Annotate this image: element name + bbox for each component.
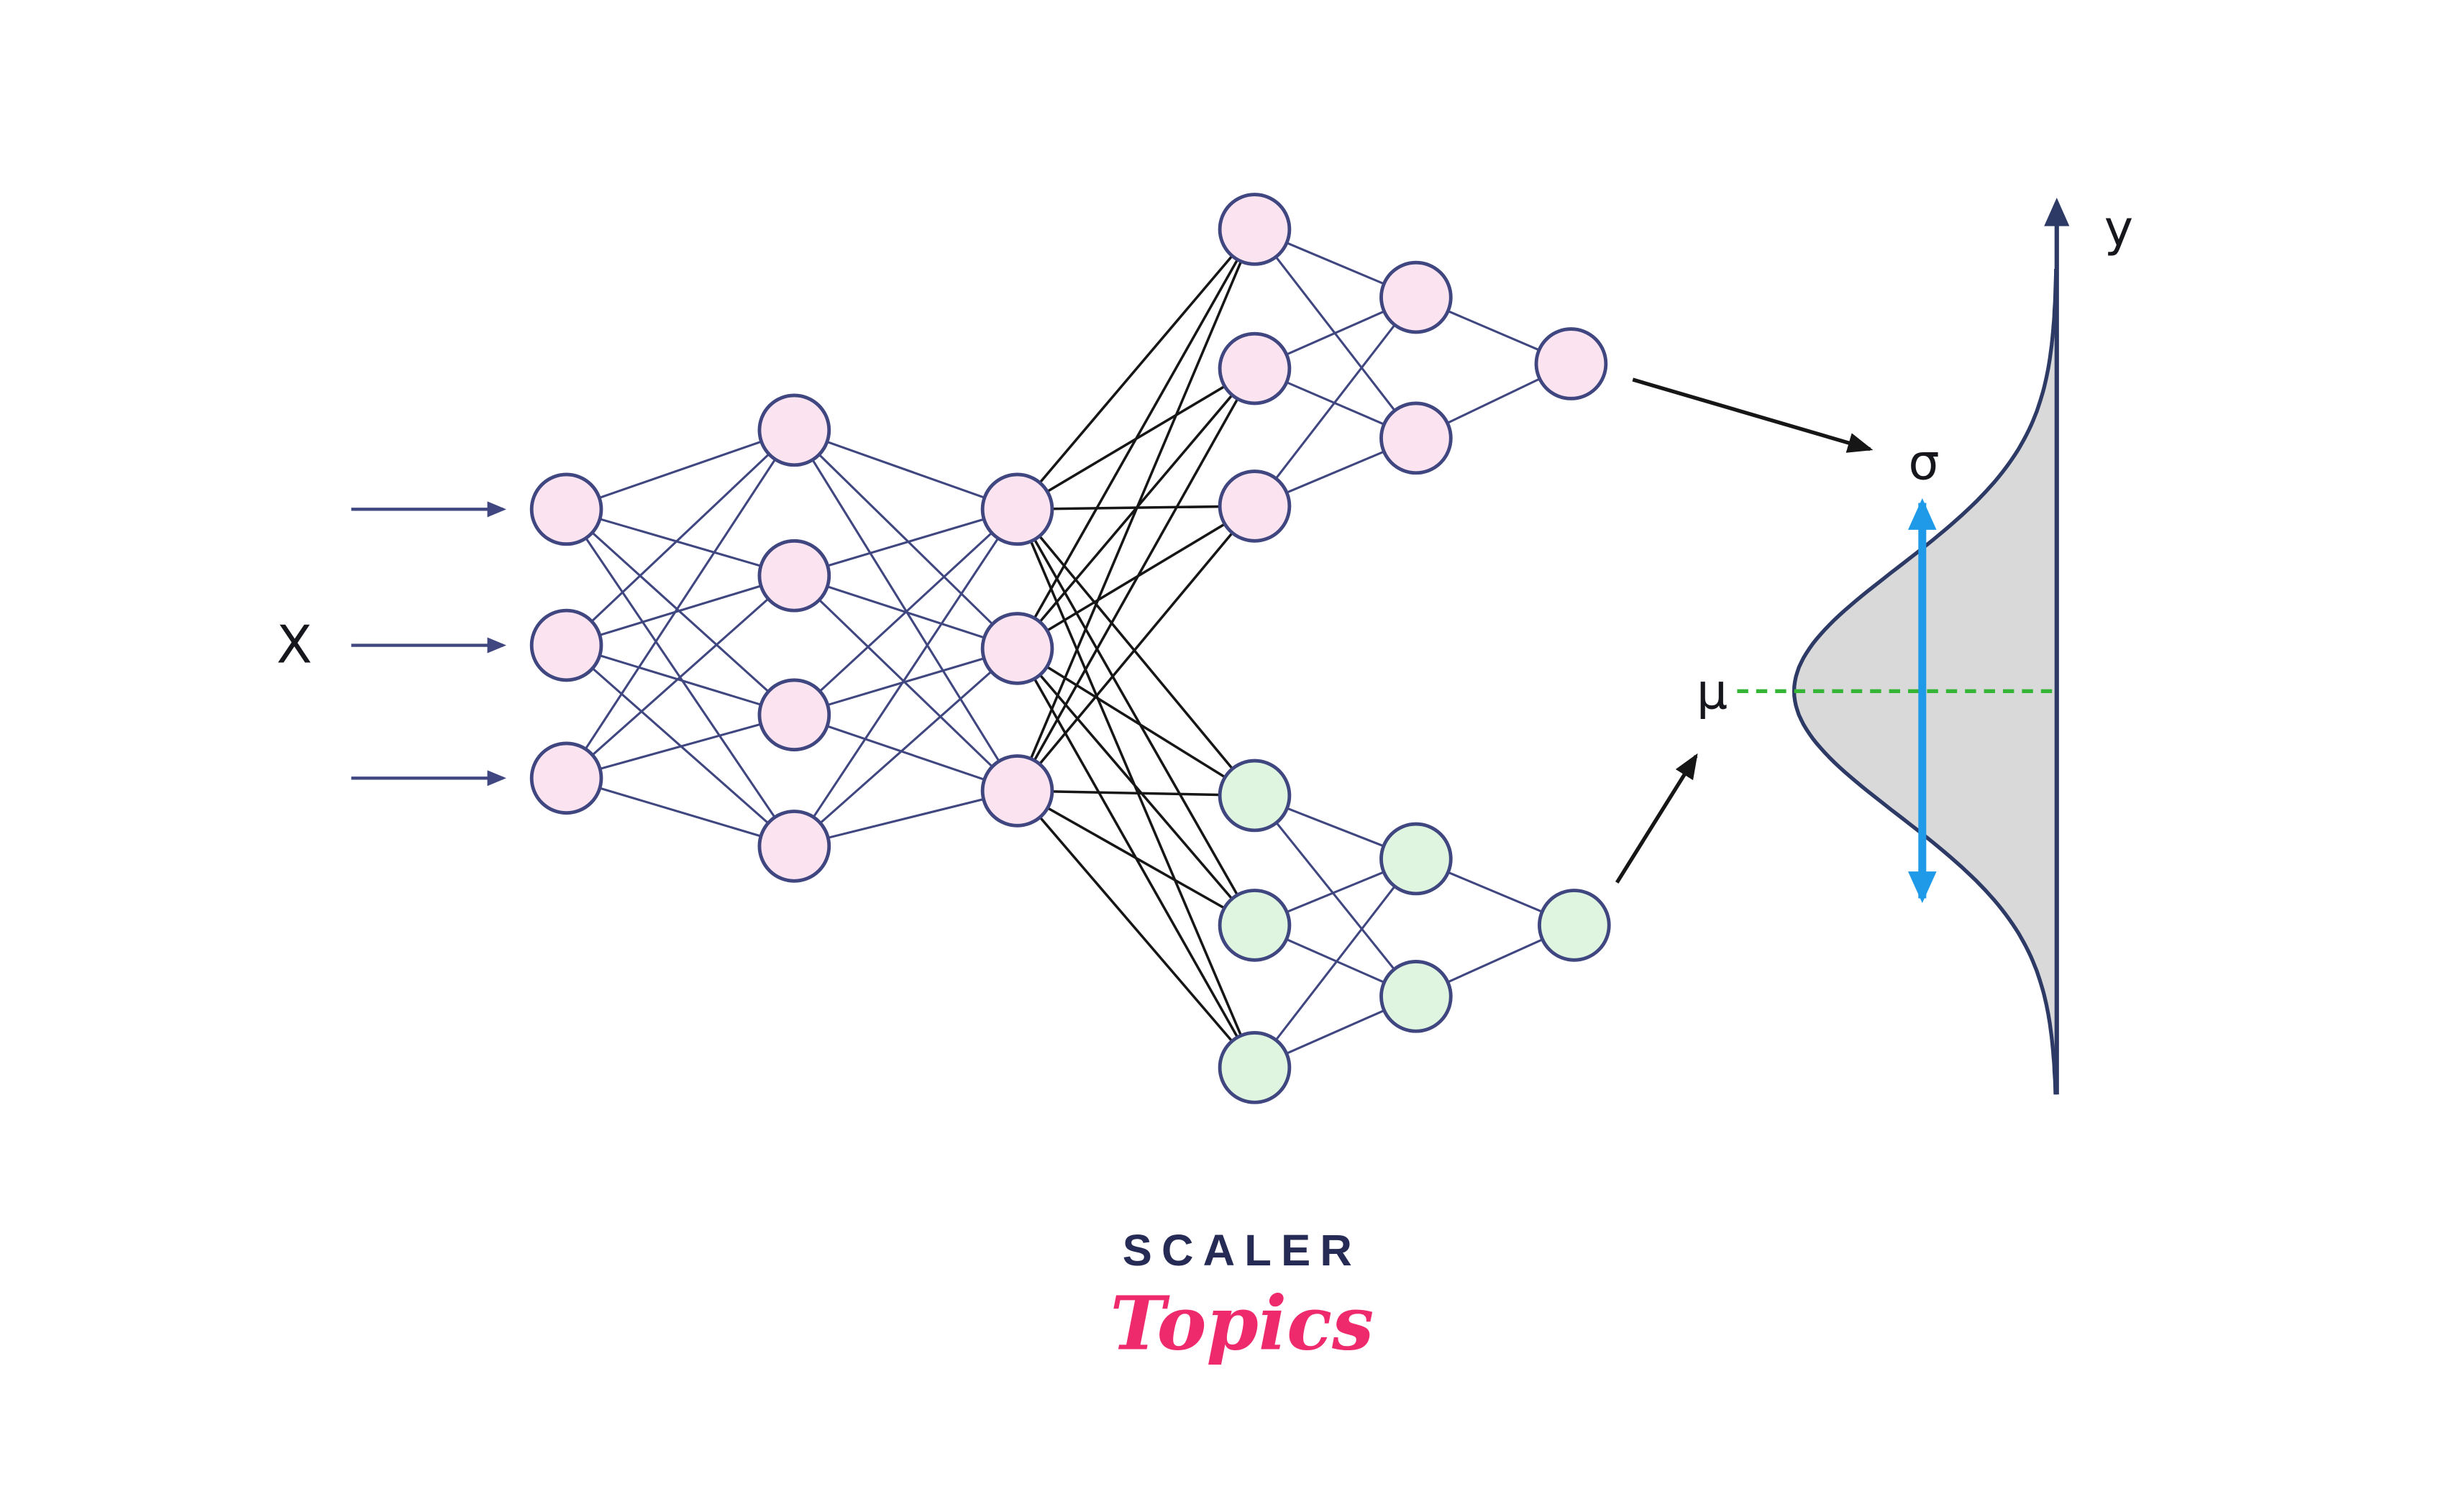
edge-hidden1-to-hidden2	[793, 508, 1018, 716]
edge-hidden1-to-hidden2	[793, 429, 1018, 792]
node-mu1	[1218, 889, 1292, 962]
mu-pointer-arrow	[1615, 753, 1698, 884]
node-sigma1	[1218, 331, 1292, 406]
edge-hidden2-to-mu1	[1016, 789, 1256, 1069]
edge-input-to-hidden1	[565, 508, 795, 716]
edge-sigma1-to-sigma2	[1254, 296, 1418, 507]
node-hidden2	[980, 472, 1054, 546]
node-input	[529, 741, 603, 815]
node-input	[529, 608, 603, 682]
edge-hidden2-to-mu1	[1016, 508, 1256, 797]
edge-input-to-hidden1	[565, 429, 795, 779]
edge-mu1-to-mu2	[1254, 794, 1418, 997]
edge-hidden1-to-hidden2	[793, 713, 1018, 792]
input-label: X	[276, 615, 312, 676]
edge-hidden2-to-sigma1	[1016, 229, 1256, 649]
node-hidden1	[757, 393, 831, 467]
y-axis-label: y	[2104, 201, 2133, 257]
edge-hidden2-to-sigma1	[1016, 505, 1256, 792]
edge-hidden2-to-mu1	[1016, 508, 1256, 926]
edge-hidden1-to-hidden2	[793, 647, 1018, 716]
node-mu1	[1218, 1031, 1292, 1104]
edge-hidden2-to-sigma1	[1016, 229, 1256, 792]
scaler-logo-wordmark: SCALER	[1123, 1226, 1361, 1275]
node-hidden1	[757, 810, 831, 883]
edge-hidden1-to-hidden2	[793, 508, 1018, 847]
node-sigma1	[1218, 193, 1292, 266]
node-sigma2	[1379, 260, 1453, 334]
node-sigma2	[1379, 401, 1453, 475]
edge-hidden1-to-hidden2	[793, 429, 1018, 650]
edge-mu1-to-mu2	[1254, 858, 1418, 1068]
node-sigma_out	[1534, 327, 1608, 400]
scaler-topics-script: Topics	[1110, 1280, 1374, 1367]
edge-input-to-hidden1	[566, 429, 795, 510]
edge-hidden1-to-hidden2	[793, 574, 1018, 792]
edge-hidden1-to-hidden2	[793, 789, 1018, 848]
edge-hidden2-to-sigma1	[1016, 228, 1256, 510]
edge-hidden2-to-mu1	[1016, 647, 1256, 797]
node-hidden2	[980, 754, 1054, 828]
edge-hidden1-to-hidden2	[793, 647, 1018, 848]
network-nodes	[529, 193, 1611, 1104]
edge-hidden2-to-mu1	[1016, 789, 1256, 927]
edge-input-to-hidden1	[566, 508, 795, 577]
node-mu2	[1379, 822, 1453, 896]
edge-input-to-hidden1	[565, 574, 795, 779]
node-hidden2	[980, 612, 1054, 685]
edge-input-to-hidden1	[566, 644, 795, 716]
edge-input-to-hidden1	[566, 574, 795, 646]
node-input	[529, 472, 603, 546]
edge-hidden2-to-mu1	[1016, 647, 1256, 927]
node-hidden1	[757, 539, 831, 613]
node-mu1	[1218, 759, 1292, 833]
edge-hidden2-to-mu1	[1017, 789, 1255, 797]
node-sigma1	[1218, 469, 1292, 543]
network-edges	[565, 228, 1575, 1069]
edge-hidden1-to-hidden2	[793, 429, 1018, 510]
input-arrows	[351, 501, 506, 787]
edge-input-to-hidden1	[566, 776, 795, 848]
gaussian-distribution-curve	[1792, 268, 2058, 1095]
sigma-pointer-arrow	[1632, 377, 1874, 453]
edge-input-to-hidden1	[565, 429, 795, 646]
edge-hidden2-to-sigma1	[1016, 367, 1256, 792]
node-mu_out	[1538, 889, 1611, 962]
node-mu2	[1379, 960, 1453, 1033]
sigma-label: σ	[1908, 435, 1939, 492]
edge-hidden1-to-hidden2	[793, 508, 1018, 577]
mu-label: μ	[1697, 664, 1728, 721]
edge-input-to-hidden1	[566, 713, 795, 779]
node-hidden1	[757, 678, 831, 752]
